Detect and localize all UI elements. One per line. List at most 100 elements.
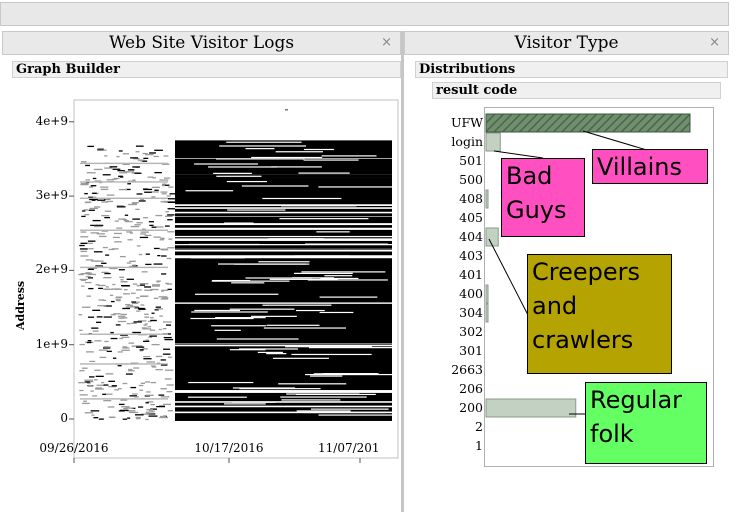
- scatter-point: [127, 417, 131, 419]
- scatter-point: [153, 155, 159, 158]
- scatter-point: [117, 365, 122, 367]
- scatter-point: [160, 191, 168, 193]
- scatter-point: [160, 415, 166, 418]
- scatter-point: [125, 188, 131, 191]
- callout-creepers[interactable]: Creepers and crawlers: [527, 254, 672, 374]
- scatter-point: [116, 155, 120, 158]
- close-icon[interactable]: ×: [709, 35, 720, 50]
- scatter-point: [102, 246, 108, 249]
- scatter-point: [79, 343, 85, 346]
- scatter-point: [140, 231, 149, 233]
- scatter-point: [118, 403, 125, 406]
- scatter-gap: [320, 277, 359, 280]
- bar-408[interactable]: [485, 189, 489, 209]
- distribution-bars[interactable]: [485, 113, 691, 418]
- scatter-gap: [250, 315, 297, 317]
- scatter-gap: [258, 261, 310, 263]
- scatter-point: [100, 188, 109, 191]
- scatter-point: [129, 260, 136, 263]
- scatter-point: [108, 248, 115, 251]
- y-tick-label: 2e+9: [35, 262, 68, 277]
- bar-200[interactable]: [485, 398, 577, 418]
- scatter-point: [83, 209, 89, 211]
- scatter-point: [84, 281, 92, 284]
- callout-bad-guys-text: Bad Guys: [506, 162, 567, 224]
- scatter-point: [119, 276, 125, 278]
- scatter-point: [122, 163, 130, 166]
- scatter-point: [96, 233, 105, 235]
- category-label: 401: [459, 267, 483, 282]
- scatter-point: [137, 159, 145, 161]
- distributions-outline[interactable]: Distributions: [415, 61, 728, 78]
- scatter-point: [80, 197, 168, 199]
- callout-villains[interactable]: Villains: [592, 149, 708, 184]
- scatter-point: [111, 385, 117, 387]
- scatter-point: [103, 316, 112, 318]
- close-icon[interactable]: ×: [381, 35, 392, 50]
- bar-304[interactable]: [485, 303, 489, 323]
- scatter-point: [133, 158, 140, 160]
- scatter-gap: [245, 277, 313, 279]
- scatter-point: [90, 185, 97, 187]
- scatter-point: [175, 345, 392, 348]
- scatter-gap: [194, 163, 259, 165]
- scatter-plot-svg[interactable]: [0, 72, 401, 512]
- scatter-point: [80, 333, 168, 335]
- bar-ufw[interactable]: [485, 113, 691, 133]
- scatter-point: [130, 362, 139, 364]
- scatter-point: [133, 411, 139, 414]
- scatter-point: [85, 179, 91, 181]
- scatter-point: [167, 201, 176, 204]
- scatter-point: [148, 221, 154, 223]
- pane-splitter[interactable]: [401, 31, 404, 512]
- callout-regular-folk[interactable]: Regular folk: [585, 382, 707, 464]
- scatter-gap: [296, 410, 351, 412]
- scatter-point: [144, 313, 149, 315]
- bar-400[interactable]: [485, 284, 489, 304]
- scatter-point: [80, 273, 90, 275]
- scatter-point: [149, 224, 154, 227]
- scatter-gap: [239, 348, 299, 350]
- scatter-point: [123, 171, 130, 173]
- scatter-gap: [190, 257, 245, 259]
- callout-regular-folk-text: Regular folk: [590, 386, 683, 448]
- bar-404[interactable]: [485, 227, 499, 247]
- scatter-point: [78, 273, 84, 276]
- scatter-point: [145, 411, 149, 413]
- scatter-point: [159, 179, 169, 181]
- scatter-point: [151, 285, 160, 287]
- scatter-gap: [285, 346, 373, 348]
- scatter-point: [126, 322, 131, 325]
- scatter-point: [79, 394, 88, 396]
- scatter-point: [136, 297, 140, 299]
- scatter-point: [116, 205, 124, 207]
- scatter-point: [122, 418, 128, 420]
- scatter-point: [151, 365, 156, 367]
- result-code-outline[interactable]: result code: [432, 82, 721, 99]
- graph-builder-outline[interactable]: Graph Builder: [12, 61, 401, 78]
- scatter-point: [86, 242, 93, 244]
- scatter-gap: [305, 243, 388, 245]
- y-tick-label: 0: [60, 411, 68, 425]
- scatter-frame: [73, 99, 399, 459]
- scatter-point: [108, 386, 117, 388]
- category-label: 501: [459, 153, 483, 168]
- scatter-point: [112, 168, 121, 170]
- scatter-point: [150, 408, 157, 410]
- right-pane-header[interactable]: Visitor Type ×: [404, 31, 729, 55]
- left-pane-header[interactable]: Web Site Visitor Logs ×: [2, 31, 401, 55]
- scatter-point: [101, 271, 109, 274]
- scatter-point: [81, 215, 86, 218]
- scatter-point: [114, 241, 122, 243]
- callout-bad-guys[interactable]: Bad Guys: [501, 158, 585, 237]
- scatter-point: [104, 340, 109, 343]
- scatter-point: [80, 182, 89, 185]
- bar-login[interactable]: [485, 132, 501, 152]
- scatter-point: [130, 386, 137, 389]
- scatter-point: [175, 237, 392, 239]
- scatter-point: [128, 411, 134, 414]
- scatter-point: [133, 301, 140, 303]
- scatter-point: [147, 326, 152, 328]
- scatter-point: [80, 279, 86, 281]
- scatter-points: [78, 109, 401, 421]
